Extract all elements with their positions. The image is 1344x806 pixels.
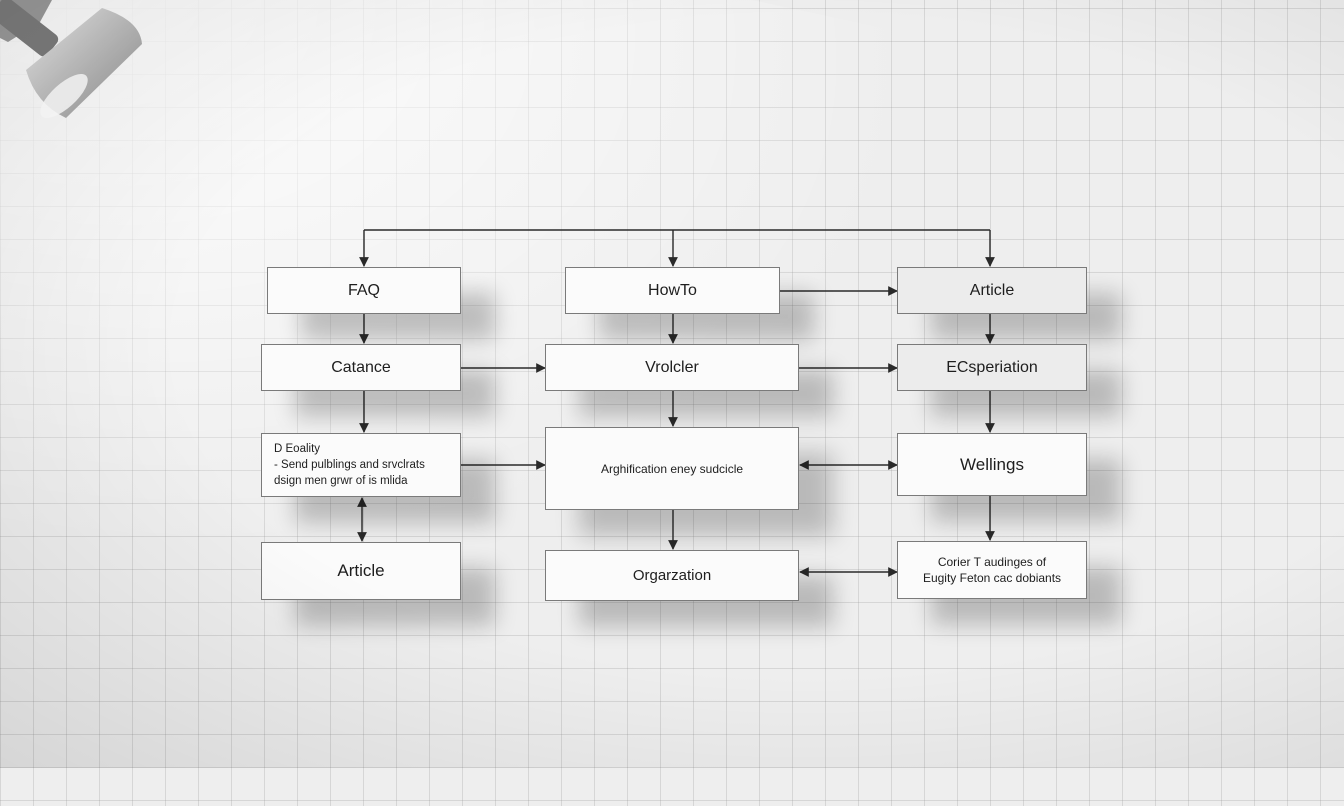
node-content: Corier T audinges of Eugity Feton cac do…: [897, 541, 1087, 599]
node-catance: Catance: [261, 344, 461, 391]
node-content-line1: Corier T audinges of: [937, 555, 1047, 569]
node-vrolcler: Vrolcler: [545, 344, 799, 391]
node-ecsperiation: ECsperiation: [897, 344, 1087, 391]
node-quality: D Eoality - Send pulblings and srvclrats…: [261, 433, 461, 497]
desk-lamp-icon: [0, 0, 142, 118]
node-quality-title: D Eoality: [274, 443, 321, 455]
node-article-bottom: Article: [261, 542, 461, 600]
node-wellings: Wellings: [897, 433, 1087, 496]
connector-layer: [357, 229, 995, 577]
node-article-top: Article: [897, 267, 1087, 314]
node-quality-line2: dsign men grwr of is mlida: [274, 475, 408, 487]
node-howto: HowTo: [565, 267, 780, 314]
node-faq: FAQ: [267, 267, 461, 314]
node-quality-line1: - Send pulblings and srvclrats: [274, 459, 425, 471]
node-arghification: Arghification eney sudcicle: [545, 427, 799, 510]
node-content-line2: Eugity Feton cac dobiants: [922, 571, 1062, 585]
node-organization: Orgarzation: [545, 550, 799, 601]
